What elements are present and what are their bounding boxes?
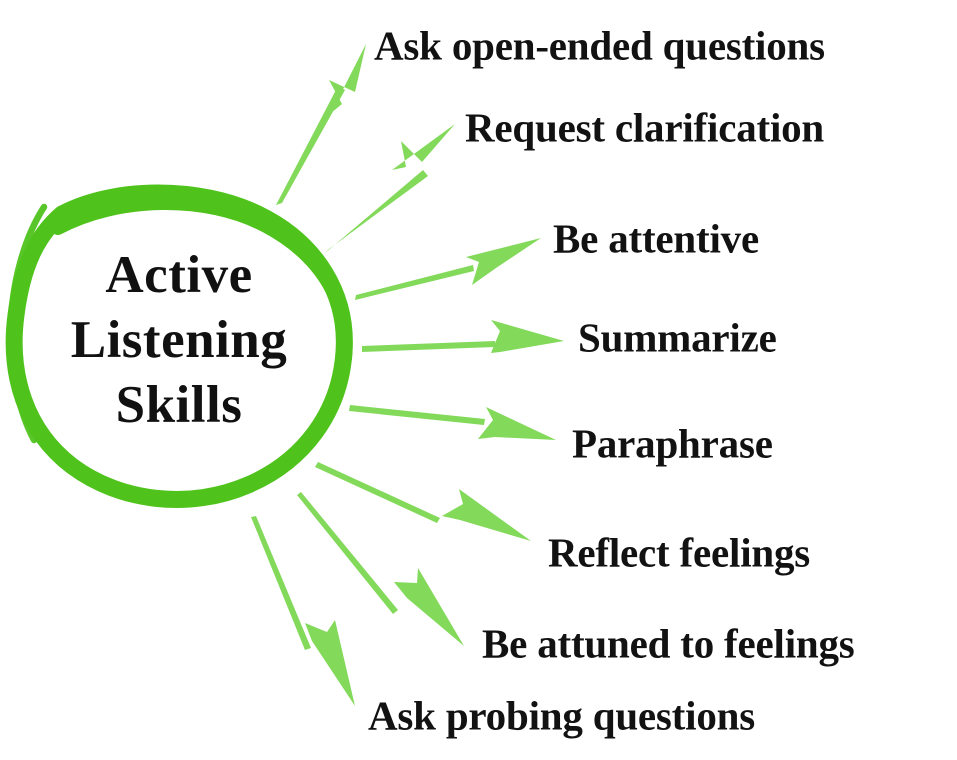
hub-circle-stroke-overlap xyxy=(51,196,353,365)
spoke-label-be-attuned-to-feelings: Be attuned to feelings xyxy=(482,620,855,667)
spoke-arrows xyxy=(251,44,564,706)
spoke-label-ask-probing-questions: Ask probing questions xyxy=(368,692,755,739)
arrow-be-attentive xyxy=(355,238,541,300)
arrow-paraphrase xyxy=(349,405,556,440)
arrow-ask-open-ended-questions xyxy=(276,44,366,205)
arrow-summarize xyxy=(362,320,564,353)
arrow-request-clarification xyxy=(325,124,455,253)
spoke-label-ask-open-ended-questions: Ask open-ended questions xyxy=(374,22,825,69)
hub-circle-tail xyxy=(7,203,48,444)
hub-circle-stroke-main xyxy=(5,184,353,508)
arrow-reflect-feelings xyxy=(315,462,531,541)
hub-label-line-3: Skills xyxy=(115,376,243,434)
hub-label-line-1: Active xyxy=(105,246,253,304)
spoke-label-reflect-feelings: Reflect feelings xyxy=(548,529,811,576)
arrow-ask-probing-questions xyxy=(251,516,355,706)
spoke-label-be-attentive: Be attentive xyxy=(553,215,759,262)
hub-circle xyxy=(5,184,353,508)
hub-label-line-2: Listening xyxy=(70,311,288,369)
spoke-label-paraphrase: Paraphrase xyxy=(572,420,773,467)
hub-label: Active Listening Skills xyxy=(24,243,334,438)
spoke-label-request-clarification: Request clarification xyxy=(465,104,825,151)
spoke-label-summarize: Summarize xyxy=(578,314,777,361)
arrow-be-attuned-to-feelings xyxy=(297,492,464,646)
